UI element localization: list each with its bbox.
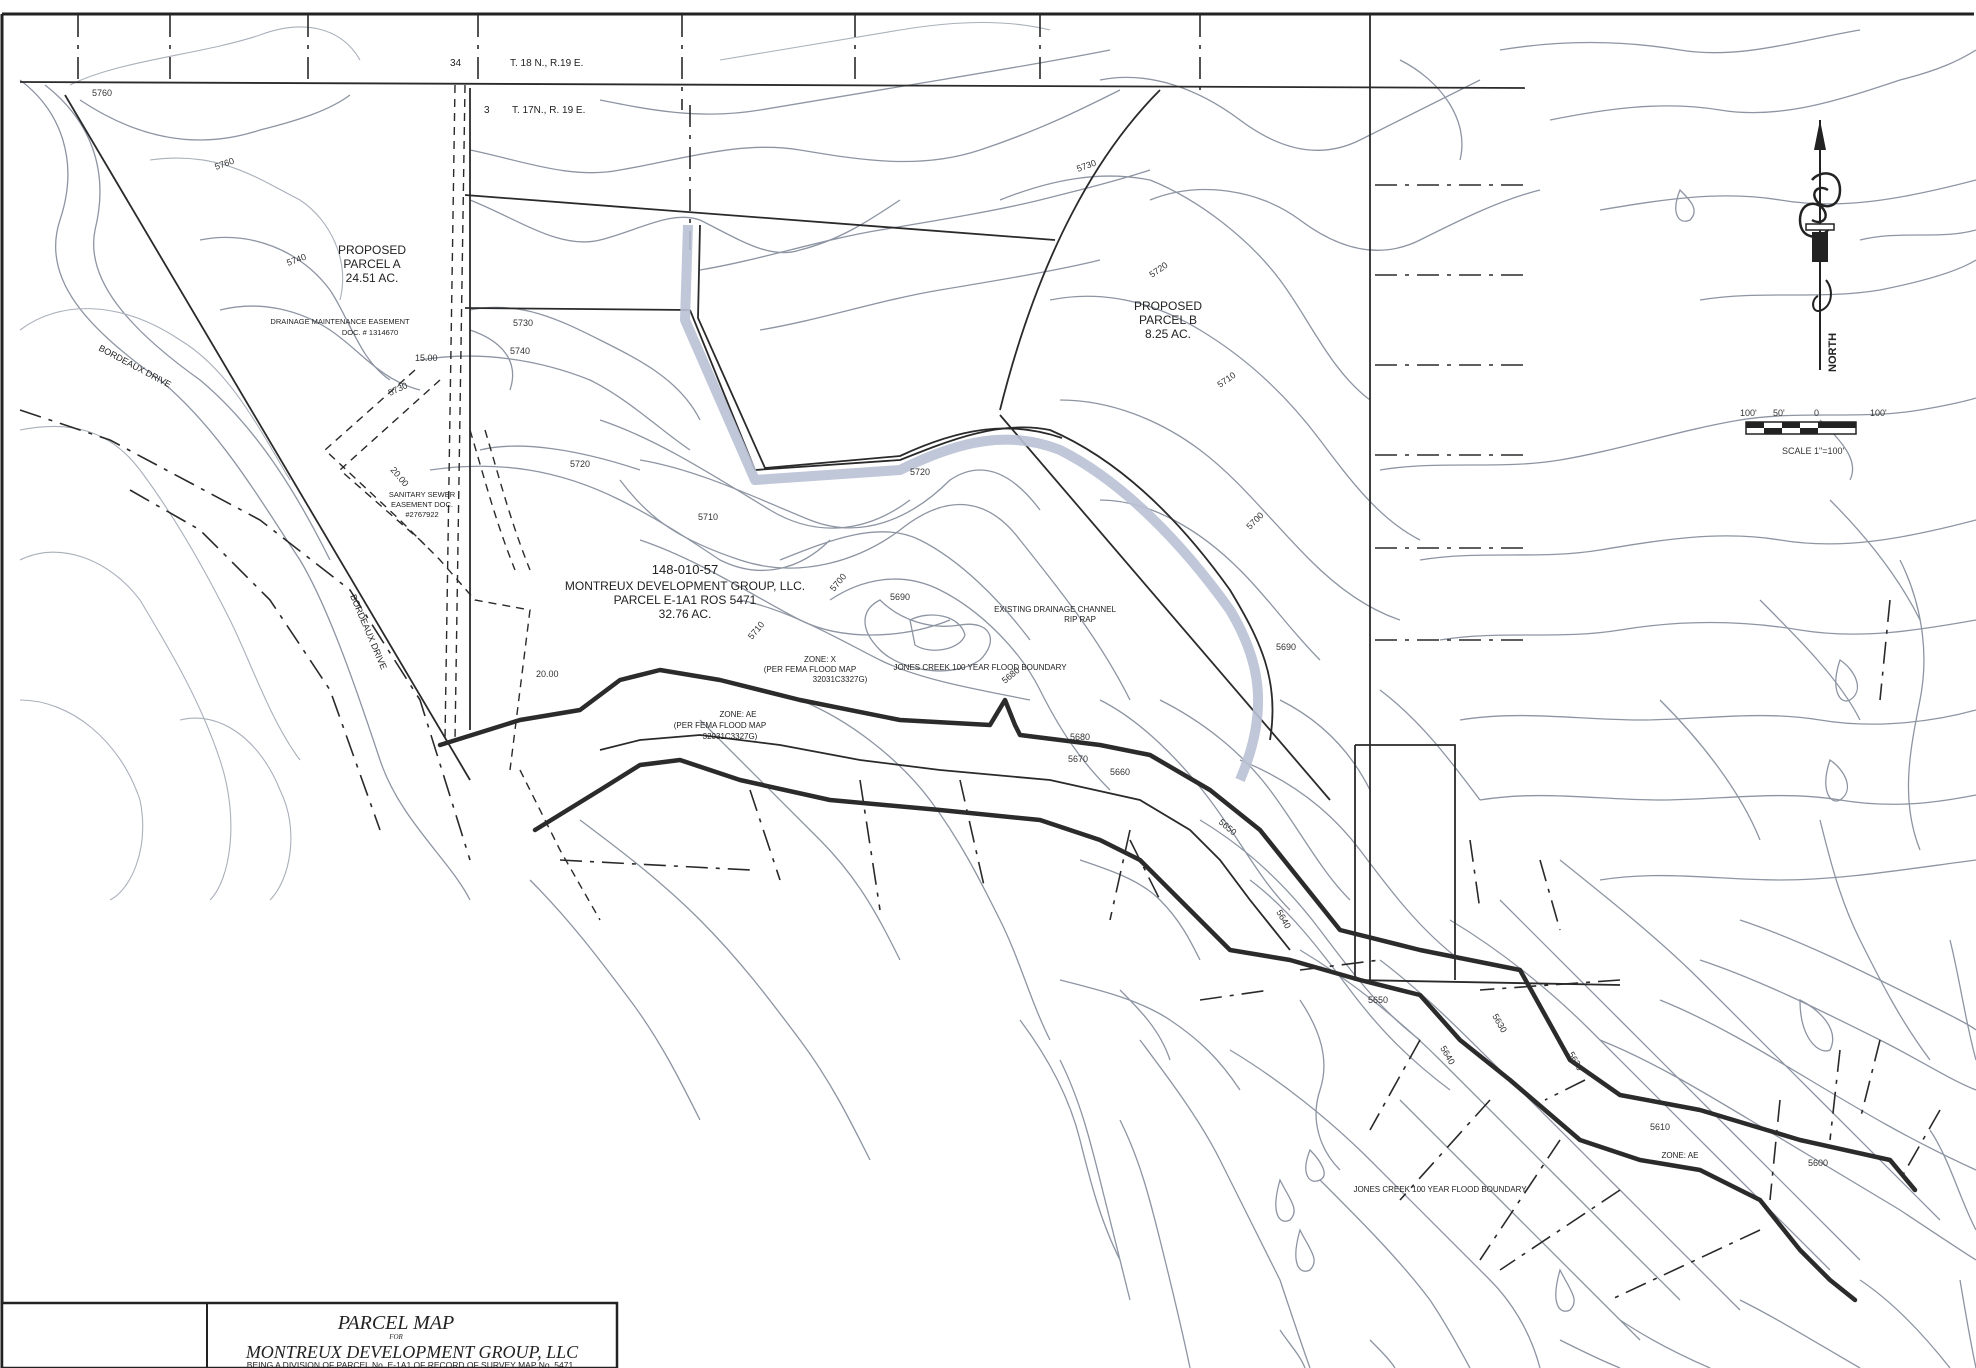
svg-text:5690: 5690 — [890, 592, 910, 602]
sheet-border — [0, 12, 1974, 1368]
scale-bar: 100' 50' 0 100' SCALE 1"=100' — [1740, 408, 1887, 456]
township-south-label: T. 17N., R. 19 E. — [512, 105, 585, 116]
svg-text:32031C3327G): 32031C3327G) — [703, 732, 758, 741]
zone-ae-east-label: ZONE: AE — [1662, 1151, 1699, 1160]
svg-text:5660: 5660 — [1110, 767, 1130, 777]
sewer-easement-label: SANITARY SEWER — [389, 490, 456, 499]
svg-text:5720: 5720 — [570, 459, 590, 469]
sewer-easement-number: #2767922 — [405, 510, 438, 519]
svg-text:148-010-57: 148-010-57 — [652, 562, 719, 577]
easement-width-15: 15.00 — [415, 353, 438, 363]
svg-text:100': 100' — [1740, 408, 1757, 418]
zone-x-label: ZONE: X (PER FEMA FLOOD MAP 32031C3327G) — [764, 655, 868, 684]
svg-text:100': 100' — [1870, 408, 1887, 418]
easement-width-20b: 20.00 — [536, 669, 559, 679]
svg-text:PROPOSED: PROPOSED — [1134, 299, 1202, 313]
svg-text:MONTREUX DEVELOPMENT GROUP, LL: MONTREUX DEVELOPMENT GROUP, LLC. — [565, 579, 805, 593]
map-for: FOR — [388, 1333, 403, 1341]
map-subtitle: BEING A DIVISION OF PARCEL No. E-1A1 OF … — [247, 1360, 574, 1368]
svg-text:5760: 5760 — [92, 88, 112, 98]
svg-text:PROPOSED: PROPOSED — [338, 243, 406, 257]
svg-text:PARCEL E-1A1 ROS 5471: PARCEL E-1A1 ROS 5471 — [614, 593, 757, 607]
svg-text:5600: 5600 — [1808, 1158, 1828, 1168]
svg-text:5710: 5710 — [698, 512, 718, 522]
svg-text:ZONE: X: ZONE: X — [804, 655, 837, 664]
svg-text:(PER FEMA FLOOD MAP: (PER FEMA FLOOD MAP — [764, 665, 856, 674]
easement-lines — [19, 15, 1941, 1301]
svg-text:PARCEL A: PARCEL A — [343, 257, 400, 271]
svg-text:5610: 5610 — [1650, 1122, 1670, 1132]
channel-label: EXISTING DRAINAGE CHANNEL — [994, 605, 1116, 614]
svg-text:24.51 AC.: 24.51 AC. — [346, 271, 399, 285]
svg-text:(PER FEMA FLOOD MAP: (PER FEMA FLOOD MAP — [674, 721, 766, 730]
svg-text:5690: 5690 — [1276, 642, 1296, 652]
zone-ae-label: ZONE: AE (PER FEMA FLOOD MAP 32031C3327G… — [674, 710, 766, 741]
map-client: MONTREUX DEVELOPMENT GROUP, LLC — [245, 1342, 579, 1362]
svg-text:50': 50' — [1773, 408, 1785, 418]
main-parcel-label: 148-010-57 MONTREUX DEVELOPMENT GROUP, L… — [565, 562, 805, 621]
svg-text:0: 0 — [1814, 408, 1819, 418]
parcel-a-label: PROPOSED PARCEL A 24.51 AC. — [338, 243, 406, 285]
svg-text:SCALE 1"=100': SCALE 1"=100' — [1782, 446, 1844, 456]
svg-text:5650: 5650 — [1368, 995, 1388, 1005]
svg-text:5740: 5740 — [510, 346, 530, 356]
svg-text:8.25 AC.: 8.25 AC. — [1145, 327, 1191, 341]
svg-text:32.76 AC.: 32.76 AC. — [659, 607, 712, 621]
svg-text:5670: 5670 — [1068, 754, 1088, 764]
parcel-b-label: PROPOSED PARCEL B 8.25 AC. — [1134, 299, 1202, 341]
drainage-easement-label: DRAINAGE MAINTENANCE EASEMENT — [270, 317, 410, 326]
svg-text:5680: 5680 — [1070, 732, 1090, 742]
section-34-label: 34 — [450, 58, 462, 69]
svg-text:32031C3327G): 32031C3327G) — [813, 675, 868, 684]
township-north-label: T. 18 N., R.19 E. — [510, 58, 583, 69]
drainage-channel — [680, 224, 1264, 782]
north-arrow-icon: NORTH — [1798, 120, 1842, 372]
map-title: PARCEL MAP — [337, 1312, 454, 1334]
title-block: PARCEL MAP FOR MONTREUX DEVELOPMENT GROU… — [0, 1301, 619, 1368]
svg-text:PARCEL B: PARCEL B — [1139, 313, 1197, 327]
svg-text:5730: 5730 — [513, 318, 533, 328]
flood-boundaries — [437, 667, 1918, 1303]
section-3-label: 3 — [484, 105, 490, 116]
channel-riprap-label: RIP RAP — [1064, 615, 1096, 624]
contour-lines — [19, 21, 1976, 1368]
sewer-easement-doc: EASEMENT DOC. — [391, 500, 453, 509]
svg-text:5720: 5720 — [910, 467, 930, 477]
north-label: NORTH — [1827, 333, 1839, 372]
parcel-boundaries — [19, 15, 1621, 986]
flood-boundary-label-2: JONES CREEK 100 YEAR FLOOD BOUNDARY — [1353, 1185, 1527, 1194]
svg-text:ZONE: AE: ZONE: AE — [720, 710, 757, 719]
flood-boundary-label-1: JONES CREEK 100 YEAR FLOOD BOUNDARY — [893, 663, 1067, 672]
drainage-easement-doc: DOC. # 1314670 — [342, 328, 398, 337]
drainage-channel-edge — [697, 224, 1063, 469]
